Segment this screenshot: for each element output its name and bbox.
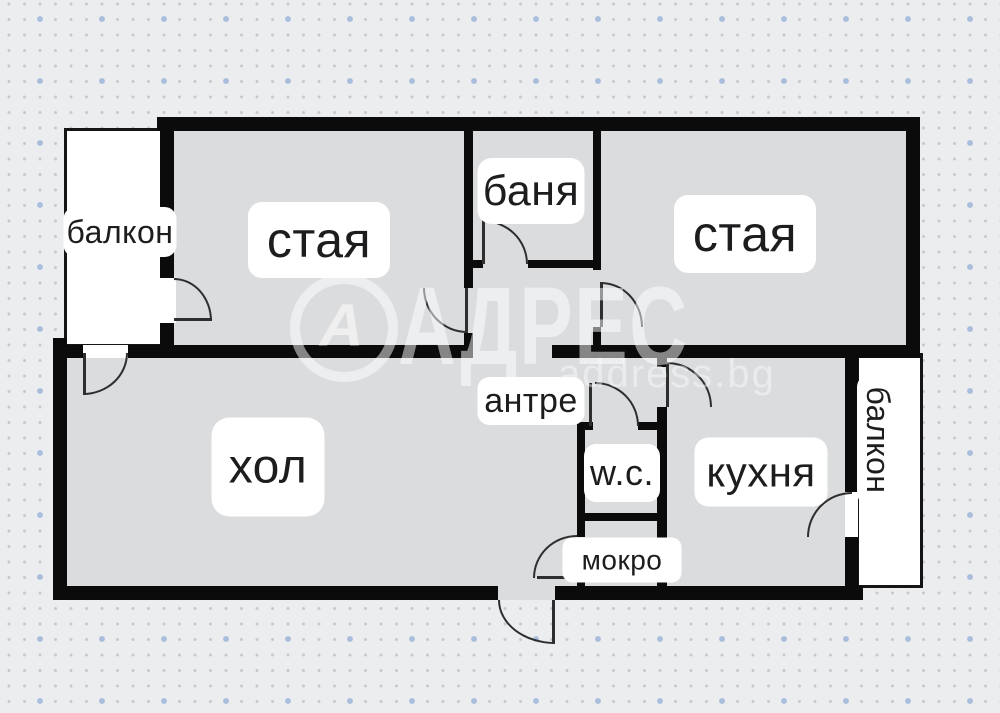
- door-leaf-bedroom-left-to-hallway: [465, 288, 468, 333]
- room-label-bathroom: баня: [477, 158, 585, 224]
- wall-mid-c: [552, 345, 906, 358]
- room-label-bedroom-right: стая: [674, 195, 816, 273]
- wall-bathroom-left-lower: [464, 333, 473, 345]
- room-label-balcony-left: балкон: [63, 207, 177, 257]
- wall-mid-b: [128, 345, 473, 358]
- wall-bathroom-bottom-a: [464, 260, 483, 268]
- wall-kitchen-right-upper: [845, 358, 858, 492]
- door-leaf-bathroom: [482, 220, 485, 264]
- wall-kitchen-left-lower: [657, 407, 667, 586]
- wall-wc-left: [577, 422, 585, 537]
- wall-bathroom-bottom-b: [528, 260, 601, 268]
- door-leaf-living-room: [83, 353, 86, 395]
- door-leaf-balcony-to-bedroom-left: [174, 318, 212, 321]
- wall-top: [157, 117, 920, 131]
- wall-left: [53, 338, 67, 600]
- wall-kitchen-right-lower: [845, 537, 858, 586]
- door-leaf-utility: [537, 576, 577, 579]
- wall-bottom-right: [555, 586, 863, 600]
- door-leaf-entrance: [552, 600, 555, 644]
- room-label-utility: мокро: [562, 537, 682, 583]
- wall-bottom-left: [53, 586, 498, 600]
- room-label-living-room: хол: [211, 417, 325, 517]
- room-label-wc: w.c.: [584, 444, 660, 502]
- wall-bathroom-left-upper: [464, 131, 473, 288]
- wall-wc-utility-divider: [577, 513, 667, 521]
- wall-wc-top-a: [577, 422, 593, 430]
- door-leaf-kitchen: [666, 362, 669, 407]
- wall-wc-top-b: [638, 422, 667, 430]
- room-label-hallway: антре: [477, 377, 585, 425]
- wall-right-upper: [906, 117, 920, 358]
- wall-bathroom-right-upper: [593, 131, 601, 270]
- wall-mid-a: [67, 345, 83, 358]
- door-leaf-bedroom-right: [600, 282, 603, 327]
- door-leaf-wc: [589, 383, 592, 426]
- wall-kitchen-left-upper: [657, 358, 667, 367]
- opening-balcony-bedroom-door: [160, 278, 176, 323]
- room-label-balcony-right: балкон: [857, 375, 899, 505]
- door-arc-entrance: [498, 600, 555, 644]
- wall-bathroom-right-lower: [593, 327, 601, 345]
- room-label-bedroom-left: стая: [248, 202, 390, 278]
- opening-entrance-door: [498, 586, 555, 600]
- room-label-kitchen: кухня: [694, 437, 828, 507]
